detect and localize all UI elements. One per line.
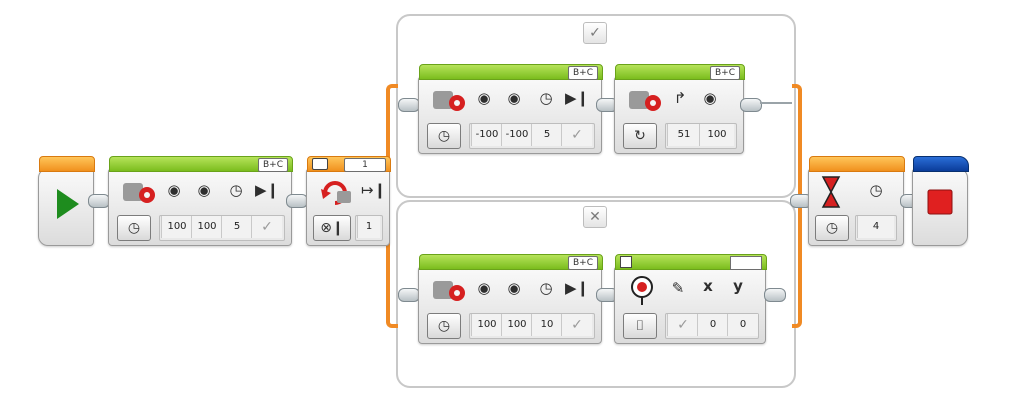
y-value[interactable]: 0 <box>727 314 758 336</box>
seconds-value[interactable]: 5 <box>531 124 562 146</box>
large-motor-icon <box>433 91 465 111</box>
move-tank-block-1[interactable]: B+C ◉ ◉ ◷ ▶❙ ◷ 100 100 5 ✓ <box>108 156 293 246</box>
loop-name[interactable]: 1 <box>344 158 386 172</box>
brake-value[interactable]: ✓ <box>251 216 282 238</box>
connector <box>398 98 420 112</box>
port-selector[interactable]: B+C <box>258 158 288 172</box>
power-icon: ◉ <box>477 279 491 297</box>
connector <box>286 194 308 208</box>
power-left-value[interactable]: 100 <box>161 216 192 238</box>
case-tab-false[interactable]: ✕ <box>583 206 607 228</box>
seconds-value[interactable]: 5 <box>221 216 252 238</box>
clear-screen-value[interactable]: ✓ <box>667 314 698 336</box>
wait-seconds-value[interactable]: 4 <box>857 216 894 238</box>
switch-wire-top <box>760 102 792 104</box>
shape-icon <box>631 276 653 305</box>
seconds-icon: ◷ <box>539 89 553 107</box>
move-tank-block-top[interactable]: B+C ◉ ◉ ◷ ▶❙ ◷ -100 -100 5 ✓ <box>418 64 603 154</box>
seconds-value[interactable]: 10 <box>531 314 562 336</box>
power-left-value[interactable]: 100 <box>471 314 502 336</box>
display-icon <box>620 256 632 268</box>
power-icon: ◉ <box>197 181 211 199</box>
port-selector[interactable]: B+C <box>710 66 740 80</box>
mode-selector[interactable]: ◷ <box>815 215 849 241</box>
move-tank-block-bottom[interactable]: B+C ◉ ◉ ◷ ▶❙ ◷ 100 100 10 ✓ <box>418 254 603 344</box>
power-icon: ◉ <box>167 181 181 199</box>
count-value[interactable]: 1 <box>357 216 380 238</box>
loop-interrupt-block[interactable]: 1 ↦❙ ⊗❙ 1 <box>306 156 391 246</box>
brake-icon: ▶❙ <box>565 89 590 107</box>
mode-selector[interactable]: ◷ <box>427 313 461 339</box>
port-selector[interactable]: B+C <box>568 66 598 80</box>
power-right-value[interactable]: 100 <box>501 314 532 336</box>
y-coordinate-label: y <box>733 277 743 295</box>
display-block[interactable]: ✎ x y ⌷ ✓ 0 0 <box>614 254 767 344</box>
mode-selector[interactable]: ⌷ <box>623 313 657 339</box>
power-icon: ◉ <box>507 89 521 107</box>
power-value[interactable]: 100 <box>699 124 734 146</box>
hourglass-icon <box>821 176 841 208</box>
seconds-icon: ◷ <box>229 181 243 199</box>
large-motor-icon <box>629 91 661 111</box>
eraser-icon: ✎ <box>671 279 685 297</box>
connector <box>88 194 110 208</box>
steering-icon: ↱ <box>673 89 687 107</box>
port-selector[interactable]: B+C <box>568 256 598 270</box>
wait-block[interactable]: ◷ ◷ 4 <box>808 156 905 246</box>
power-right-value[interactable]: -100 <box>501 124 532 146</box>
power-icon: ◉ <box>507 279 521 297</box>
power-icon: ◉ <box>477 89 491 107</box>
connector <box>398 288 420 302</box>
seconds-icon: ◷ <box>869 181 883 199</box>
loop-icon <box>312 158 328 170</box>
count-icon: ↦❙ <box>361 181 387 199</box>
loop-arrow-icon <box>321 181 351 205</box>
power-left-value[interactable]: -100 <box>471 124 502 146</box>
file-name-field[interactable] <box>730 256 762 270</box>
power-icon: ◉ <box>703 89 717 107</box>
stop-program-block[interactable] <box>912 156 969 246</box>
x-coordinate-label: x <box>703 277 713 295</box>
play-icon[interactable] <box>55 187 81 221</box>
large-motor-icon <box>123 183 155 203</box>
start-block[interactable] <box>38 156 95 246</box>
brake-value[interactable]: ✓ <box>561 314 592 336</box>
mode-selector[interactable]: ↻ <box>623 123 657 149</box>
steering-value[interactable]: 51 <box>667 124 700 146</box>
brake-icon: ▶❙ <box>255 181 280 199</box>
power-right-value[interactable]: 100 <box>191 216 222 238</box>
brake-icon: ▶❙ <box>565 279 590 297</box>
x-value[interactable]: 0 <box>697 314 728 336</box>
connector <box>740 98 762 112</box>
mode-selector[interactable]: ◷ <box>117 215 151 241</box>
mode-selector[interactable]: ◷ <box>427 123 461 149</box>
stop-icon[interactable] <box>927 189 953 215</box>
move-steering-block[interactable]: B+C ↱ ◉ ↻ 51 100 <box>614 64 745 154</box>
large-motor-icon <box>433 281 465 301</box>
seconds-icon: ◷ <box>539 279 553 297</box>
mode-selector[interactable]: ⊗❙ <box>313 215 351 241</box>
brake-value[interactable]: ✓ <box>561 124 592 146</box>
case-tab-true[interactable]: ✓ <box>583 22 607 44</box>
connector <box>764 288 786 302</box>
